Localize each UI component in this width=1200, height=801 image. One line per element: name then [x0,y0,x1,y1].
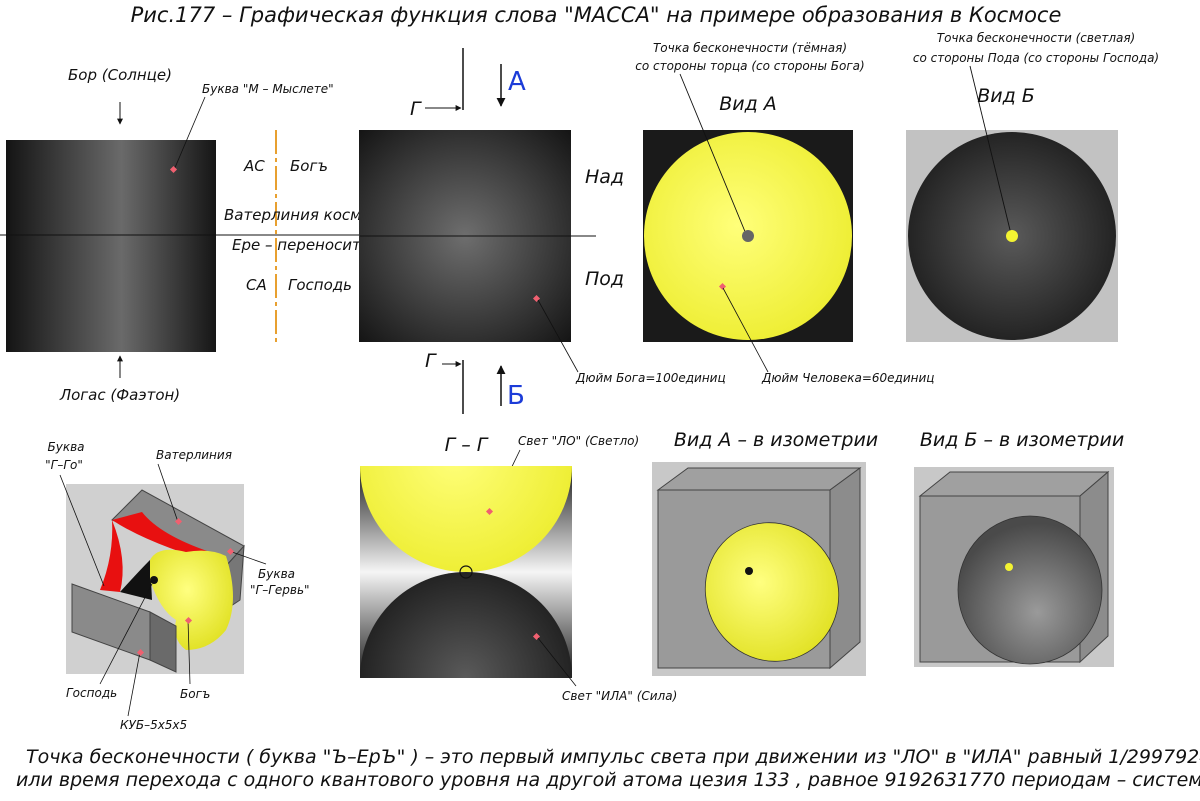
label-g-bottom: Г [425,350,437,372]
iso-yellow-body [150,549,233,650]
marker-iso-waterline [174,517,183,526]
iso-b-grey-sphere [957,515,1103,665]
leader-letter-m [173,96,206,171]
iso-bottom-block-side [149,611,177,673]
label-letter-g1: Буква [47,440,84,454]
label-inch-god: Дюйм Бога=100единиц [575,371,726,385]
iso-a-title: Вид А – в изометрии [674,429,878,451]
iso-b-top-face [918,471,1110,497]
label-gerv2: "Г–Гервь" [250,583,310,597]
footer-line2: или время перехода с одного квантового у… [16,769,1200,791]
leader-light-point [969,65,1012,235]
iso-red-left [100,520,123,592]
label-above: Над [585,166,624,188]
label-a-letter: А [508,67,526,97]
label-logas: Логас (Фаэтон) [59,386,180,404]
label-iso-waterline: Ватерлиния [156,448,232,462]
label-light-lo: Свет "ЛО" (Светло) [518,434,639,448]
marker-light-lo [485,507,494,516]
iso-infinity-point [150,576,158,584]
iso-a-yellow-sphere [704,522,840,662]
leader-cube [127,651,141,717]
label-light-ila: Свет "ИЛА" (Сила) [562,689,677,703]
leader-inch-man [722,287,769,373]
iso-a-top-face [656,467,862,491]
label-inch-man: Дюйм Человека=60единиц [761,371,934,385]
view-b-point-line2: со стороны Пода (со стороны Господа) [913,51,1159,65]
label-as: АС [243,157,265,175]
cylinder-view [6,140,216,352]
label-waterline-cosmos: Ватерлиния космоса [224,206,388,224]
leader-letter-g [59,474,105,587]
figure-title: Рис.177 – Графическая функция слова "МАС… [131,3,1062,27]
leader-light-ila [537,637,577,687]
leader-iso-waterline [157,463,179,523]
section-contact-point [459,565,473,579]
view-b-point-line1: Точка бесконечности (светлая) [937,31,1136,45]
label-iso-god: Богъ [180,687,210,701]
label-g-top: Г [410,98,422,120]
label-letter-g2: "Г–Го" [45,458,83,472]
footer-line1: Точка бесконечности ( буква "Ъ–ЕрЪ" ) – … [26,746,1200,768]
leader-iso-god [187,619,191,685]
label-bor: Бор (Солнце) [68,66,172,84]
marker-m [169,165,178,174]
label-lord: Господь [288,276,352,294]
light-infinity-point [1006,230,1018,242]
iso-a-infinity-point [745,567,753,575]
dark-infinity-point [742,230,754,242]
iso-black-core [120,560,152,600]
label-sa: СА [246,276,267,294]
leader-dark-point [679,73,747,235]
label-below: Под [585,268,624,290]
iso-b-infinity-point [1005,563,1013,571]
label-cube: КУБ–5х5х5 [120,718,187,732]
view-a-point-line2: со стороны торца (со стороны Бога) [635,59,864,73]
marker-gerv [226,547,235,556]
view-a-title: Вид А [719,93,777,115]
view-a-point-line1: Точка бесконечности (тёмная) [653,41,847,55]
leader-iso-lord [99,583,153,685]
label-letter-m: Буква "М – Мыслете" [202,82,334,96]
label-gerv1: Буква [258,567,295,581]
leader-gerv [231,551,267,565]
section-dark-half [360,572,572,678]
label-god: Богъ [290,157,328,175]
marker-cube [136,648,145,657]
marker-inch-man [718,282,727,291]
iso-a-right-face [829,467,861,670]
label-b-letter: Б [507,381,525,411]
leader-inch-god [537,299,579,373]
iso-b-title: Вид Б – в изометрии [920,429,1124,451]
marker-iso-god [184,616,193,625]
section-yellow-half [360,466,572,572]
section-gg-title: Г – Г [445,434,489,456]
label-ere: Ере – переносится [232,236,378,254]
label-iso-lord: Господь [66,686,117,700]
view-b-title: Вид Б [977,85,1035,107]
